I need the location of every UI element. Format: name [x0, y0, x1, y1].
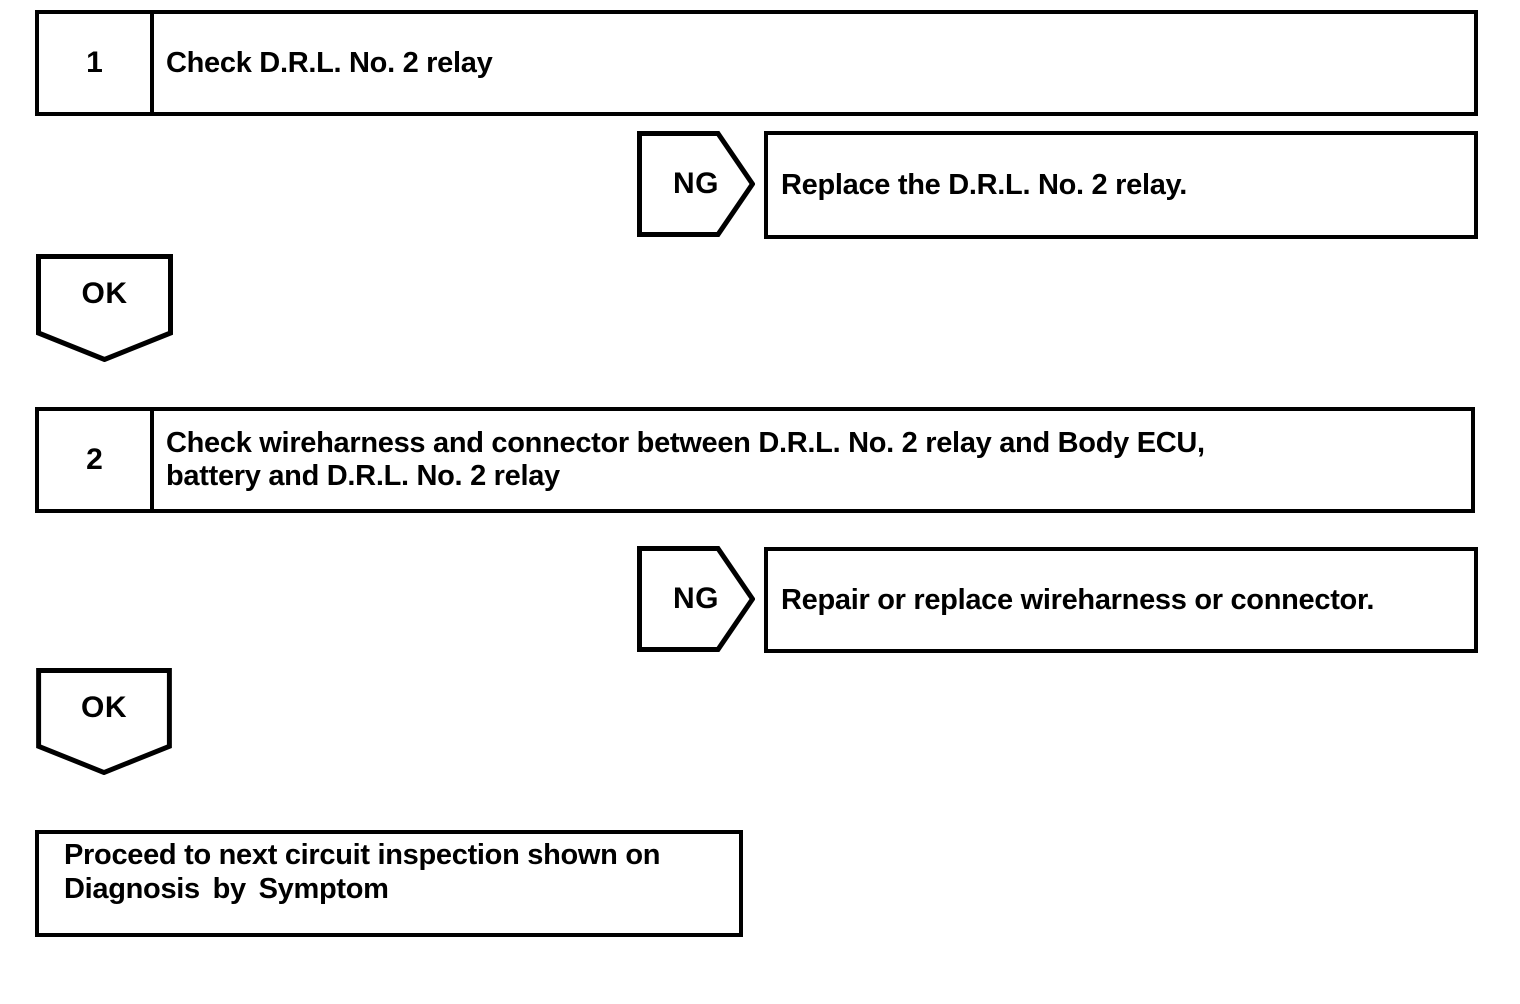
- step-2-ok-arrow: OK: [36, 668, 172, 775]
- step-2-ng-arrow: NG: [637, 545, 755, 653]
- terminal-line: Diagnosis by Symptom: [64, 873, 389, 905]
- step-2-instruction-line: battery and D.R.L. No. 2 relay: [166, 460, 560, 492]
- step-2-ok-label: OK: [81, 690, 127, 724]
- step-1-instruction-line: Check D.R.L. No. 2 relay: [166, 46, 493, 79]
- step-1-instruction: Check D.R.L. No. 2 relay: [154, 14, 1474, 112]
- step-2-ng-label: NG: [673, 582, 719, 615]
- step-1-number: 1: [39, 14, 154, 112]
- step-2-instruction: Check wireharness and connector between …: [154, 411, 1471, 509]
- step-1-ok-label: OK: [81, 276, 128, 310]
- step-2-number: 2: [39, 411, 154, 509]
- step-1-ng-action-box: Replace the D.R.L. No. 2 relay.: [764, 131, 1478, 239]
- terminal-line: Proceed to next circuit inspection shown…: [64, 839, 661, 871]
- terminal-box: Proceed to next circuit inspection shown…: [35, 830, 743, 937]
- step-1-ok-arrow: OK: [36, 254, 173, 362]
- step-2-ng-action-text: Repair or replace wireharness or connect…: [781, 583, 1375, 616]
- step-1-ng-arrow: NG: [637, 131, 755, 237]
- ok-pentagon-icon: [36, 254, 173, 362]
- step-1-ng-action-text: Replace the D.R.L. No. 2 relay.: [781, 168, 1187, 201]
- step-1-ng-label: NG: [673, 167, 719, 200]
- step-1-box: 1 Check D.R.L. No. 2 relay: [35, 10, 1478, 116]
- step-2-ng-action-box: Repair or replace wireharness or connect…: [764, 547, 1478, 653]
- ng-pentagon-icon: [637, 131, 755, 237]
- ok-pentagon-icon: [36, 668, 172, 775]
- ng-pentagon-icon: [637, 546, 755, 652]
- step-2-box: 2 Check wireharness and connector betwee…: [35, 407, 1475, 513]
- step-2-instruction-line: Check wireharness and connector between …: [166, 427, 1205, 459]
